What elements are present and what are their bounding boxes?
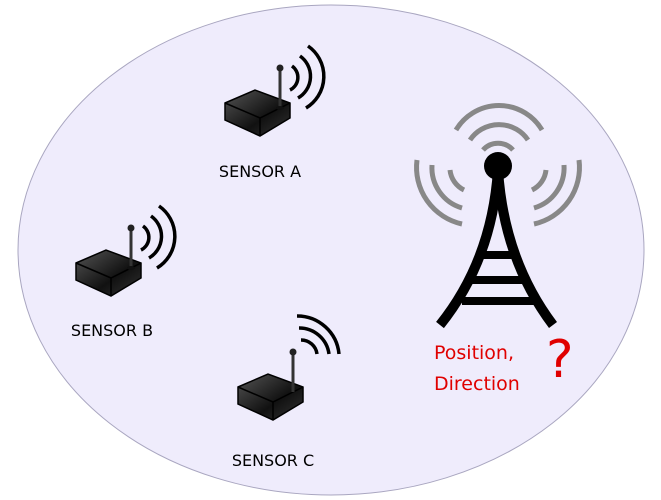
question-mark: ? bbox=[546, 330, 574, 390]
position-label: Position, bbox=[434, 342, 515, 364]
network-area bbox=[17, 4, 645, 496]
direction-label: Direction bbox=[434, 373, 520, 395]
sensor-a-label: SENSOR A bbox=[218, 162, 302, 181]
sensor-c-label: SENSOR C bbox=[231, 451, 315, 470]
sensor-b-label: SENSOR B bbox=[70, 321, 154, 340]
radio-tower-icon bbox=[414, 103, 582, 329]
sensor-c-device-icon bbox=[237, 314, 341, 421]
